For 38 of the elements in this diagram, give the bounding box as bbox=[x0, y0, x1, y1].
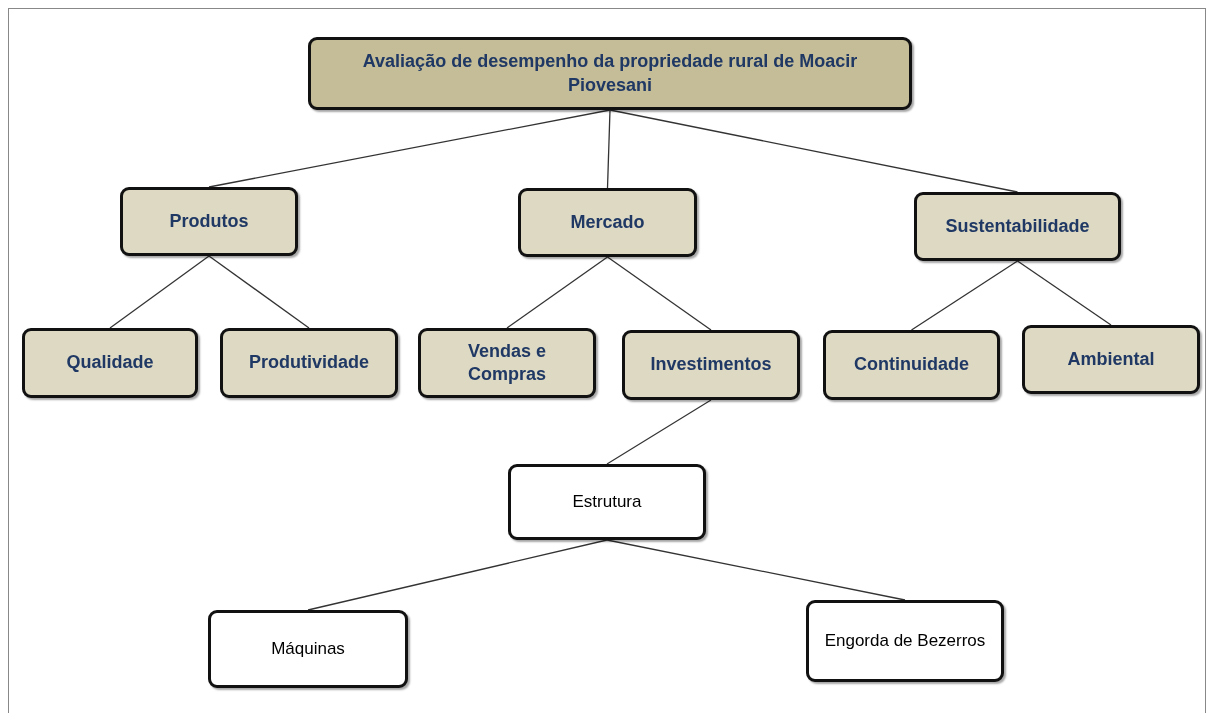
connector-line bbox=[606, 109, 611, 189]
node-label: Máquinas bbox=[271, 637, 345, 660]
connector-line bbox=[208, 109, 611, 188]
category-box bbox=[914, 192, 1121, 261]
connector-line bbox=[307, 539, 608, 611]
category-box bbox=[418, 328, 596, 398]
connector-line bbox=[606, 539, 906, 601]
node-label: Produtos bbox=[169, 209, 249, 233]
category-box bbox=[508, 464, 706, 540]
node-label: Avaliação de desempenho da propriedade rural de Moacir Piovesani bbox=[361, 50, 859, 97]
category-box bbox=[208, 610, 408, 688]
category-box bbox=[120, 187, 298, 256]
node-label: Vendas e Compras bbox=[466, 339, 547, 386]
connector-line bbox=[506, 256, 609, 329]
connector-line bbox=[910, 260, 1019, 331]
connector-line bbox=[606, 399, 712, 465]
category-box bbox=[220, 328, 398, 398]
category-box bbox=[806, 600, 1004, 682]
node-label: Ambiental bbox=[1067, 347, 1155, 371]
connector-line bbox=[609, 109, 1019, 193]
category-box bbox=[823, 330, 1000, 400]
node-label: Investimentos bbox=[650, 353, 772, 377]
connector-line bbox=[1016, 260, 1112, 326]
category-box bbox=[1022, 325, 1200, 394]
node-label: Continuidade bbox=[854, 353, 969, 377]
node-label: Estrutura bbox=[572, 490, 642, 513]
node-label: Sustentabilidade bbox=[945, 214, 1090, 238]
category-box bbox=[518, 188, 697, 257]
category-box bbox=[22, 328, 198, 398]
node-label: Produtividade bbox=[249, 351, 369, 375]
category-box bbox=[622, 330, 800, 400]
node-label: Qualidade bbox=[66, 351, 154, 375]
node-label: Engorda de Bezerros bbox=[824, 629, 986, 652]
title-box bbox=[308, 37, 912, 110]
connector-line bbox=[109, 255, 210, 329]
connector-line bbox=[208, 255, 310, 329]
node-label: Mercado bbox=[570, 210, 645, 234]
connector-line bbox=[606, 256, 712, 331]
